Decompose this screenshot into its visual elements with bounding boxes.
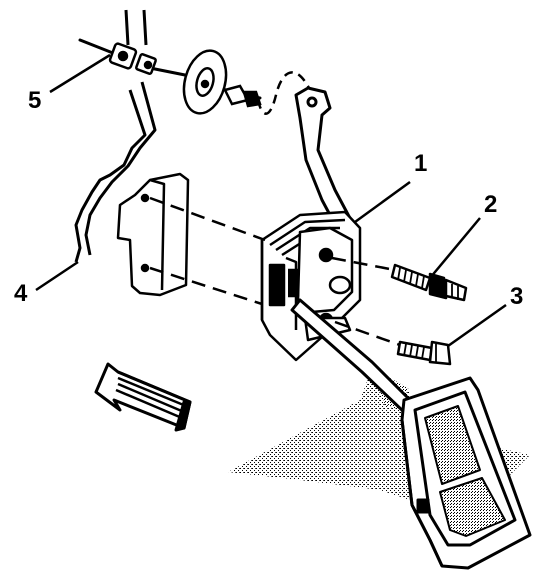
callout-4: 4 (14, 280, 28, 307)
firewall-panel (74, 9, 157, 263)
callout-3: 3 (510, 283, 524, 310)
cable-grommet (182, 49, 228, 115)
leader-line-3 (447, 303, 507, 348)
cable-retainer-clip (108, 42, 157, 75)
callout-2: 2 (484, 191, 498, 218)
leader-line-4 (35, 260, 79, 292)
mounting-bolt-lower (396, 340, 452, 366)
callout-leader-lines (35, 53, 507, 348)
cable-end-fitting (223, 84, 262, 108)
callout-5: 5 (28, 87, 42, 114)
firewall-mounting-bracket (116, 172, 190, 297)
pedal-arm-upper (294, 86, 354, 232)
pedal-arm-lower (290, 298, 414, 414)
mounting-bolt-upper (390, 263, 468, 302)
cable-routing-dashed-line (256, 71, 312, 115)
pedal-bracket-assembly (260, 210, 362, 362)
alignment-dashed-lines (149, 196, 401, 347)
leader-line-2 (429, 217, 481, 279)
accelerator-pedal-pad (400, 376, 532, 570)
leader-line-1 (354, 180, 411, 224)
leader-line-5 (49, 53, 111, 94)
callout-1: 1 (414, 150, 428, 177)
forward-arrow-icon (94, 362, 192, 432)
